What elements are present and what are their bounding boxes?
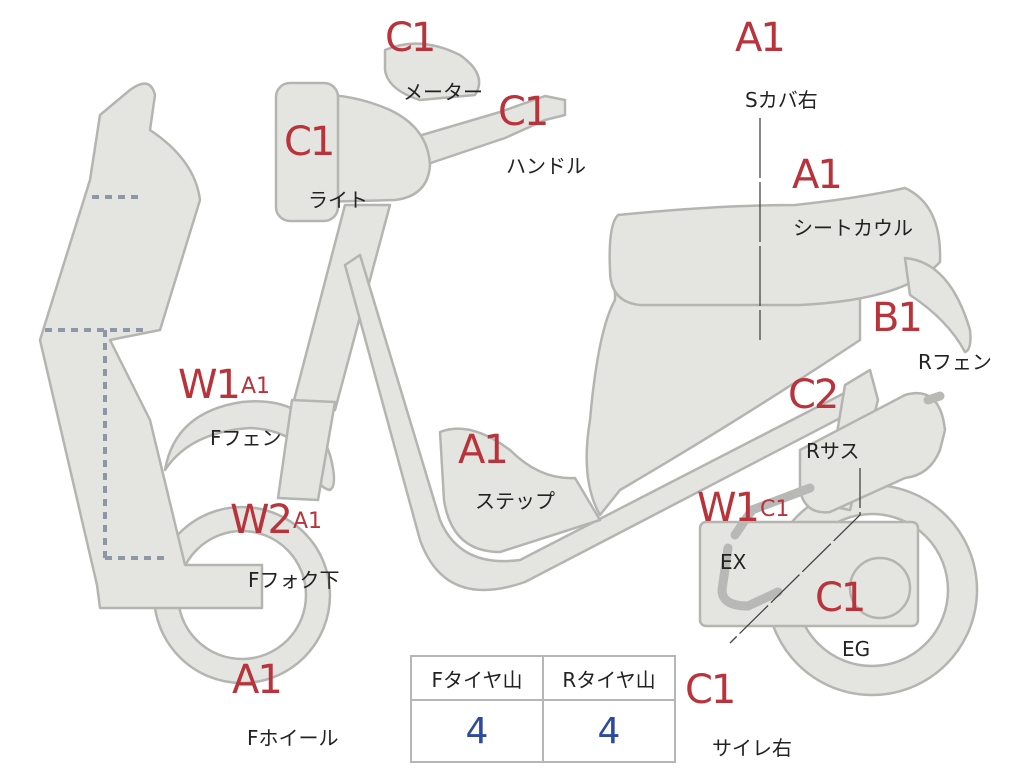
- grade-code: W1: [697, 485, 760, 531]
- grade-tag-s-cover: A1: [735, 15, 786, 61]
- front-fork-shape: [290, 203, 392, 412]
- headlight-shape: [274, 81, 340, 223]
- fork-lower-shape: [276, 398, 337, 502]
- grade-tag-step: A1: [458, 427, 509, 473]
- grade-tag-seat-cowl: A1: [792, 152, 843, 198]
- grade-tag-light: C1: [284, 119, 335, 165]
- grade-tag-r-fender: B1: [872, 295, 923, 341]
- part-name-f-fork: Fフォク下: [248, 568, 340, 592]
- part-name-s-cover: Sカバ右: [745, 88, 818, 112]
- side-cover-shape: [585, 238, 862, 517]
- tread-table-value-row: 4 4: [410, 699, 676, 763]
- meter-shape: [383, 42, 481, 102]
- part-name-f-wheel: Fホイール: [247, 726, 339, 750]
- part-name-seat-cowl: シートカウル: [793, 216, 913, 240]
- grade-tag-engine: C1: [815, 575, 866, 621]
- grade-code: B1: [872, 295, 923, 341]
- grade-tag-handle: C1: [498, 89, 549, 135]
- grade-code: A1: [792, 152, 843, 198]
- grade-tag-f-wheel: A1: [232, 657, 283, 703]
- grade-code: C1: [385, 15, 436, 61]
- grade-code: W1: [178, 362, 241, 408]
- step-board-shape: [438, 427, 602, 554]
- grade-code: C1: [498, 89, 549, 135]
- grade-code-secondary: A1: [241, 374, 271, 399]
- grade-code: A1: [458, 427, 509, 473]
- grade-code: A1: [232, 657, 283, 703]
- grade-code: A1: [735, 15, 786, 61]
- rear-tire-tread-value: 4: [542, 699, 676, 763]
- part-name-muffler: サイレ右: [712, 736, 792, 760]
- front-tire-tread-value: 4: [410, 699, 544, 763]
- frame-dashed-lines: [45, 195, 170, 560]
- part-name-meter: メーター: [403, 80, 483, 104]
- grade-tag-r-suspension: C2: [788, 372, 839, 418]
- tail-fender-shape: [903, 256, 972, 354]
- grade-code: C1: [284, 119, 335, 165]
- handlebar-shape: [403, 94, 567, 172]
- grade-code: C1: [815, 575, 866, 621]
- grade-code: C1: [685, 667, 736, 713]
- leg-shield-shape: [38, 82, 264, 610]
- rear-tire-tread-header: Rタイヤ山: [542, 655, 676, 701]
- leader-lines: [729, 118, 861, 644]
- part-name-handle: ハンドル: [506, 154, 586, 178]
- part-name-engine: EG: [842, 637, 871, 661]
- grade-code-secondary: A1: [293, 509, 323, 534]
- part-name-step: ステップ: [475, 489, 555, 513]
- part-name-light: ライト: [308, 188, 368, 212]
- engine-hub-shape: [848, 556, 912, 620]
- part-name-exhaust: EX: [720, 550, 747, 574]
- grade-code: C2: [788, 372, 839, 418]
- exhaust-pipe-shape: [717, 483, 815, 611]
- tire-tread-table: Fタイヤ山 Rタイヤ山 4 4: [410, 655, 676, 763]
- grade-tag-meter: C1: [385, 15, 436, 61]
- front-tire-tread-header: Fタイヤ山: [410, 655, 544, 701]
- grade-code: W2: [230, 497, 293, 543]
- muffler-tip-shape: [923, 391, 945, 405]
- floor-frame-shape: [343, 253, 877, 592]
- part-name-r-fender: Rフェン: [918, 350, 992, 374]
- part-name-f-fender: Fフェン: [210, 426, 282, 450]
- seat-shape: [608, 186, 942, 307]
- tread-table-header-row: Fタイヤ山 Rタイヤ山: [410, 655, 676, 701]
- part-name-r-suspension: Rサス: [806, 439, 860, 463]
- grade-code-secondary: C1: [760, 497, 790, 522]
- grade-tag-muffler: C1: [685, 667, 736, 713]
